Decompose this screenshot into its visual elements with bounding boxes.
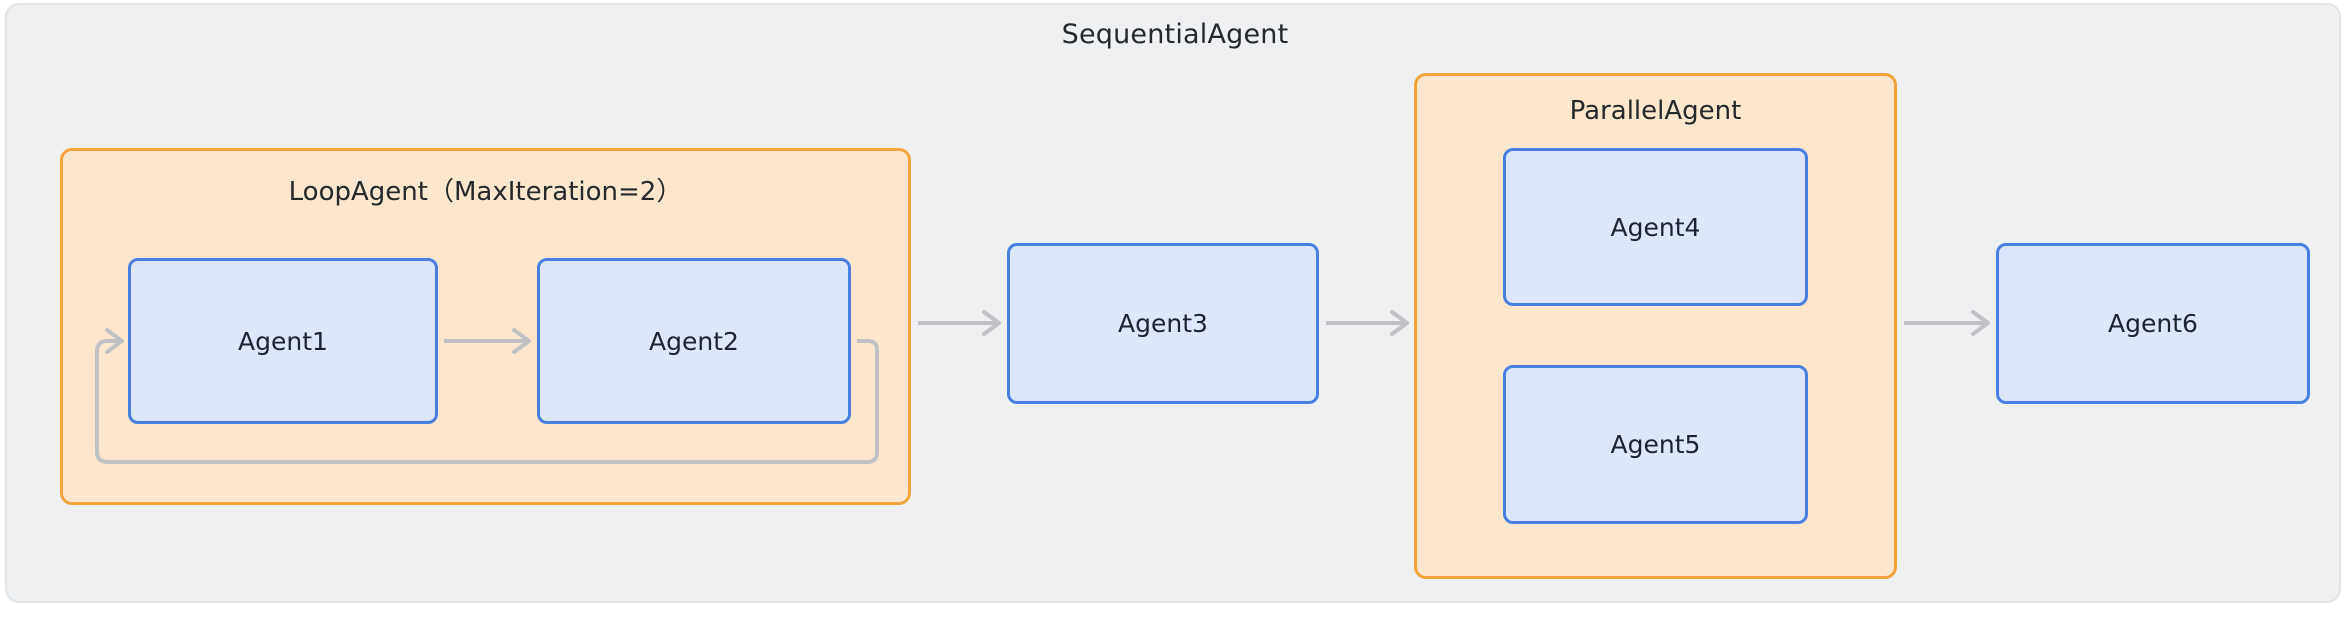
agent-node-agent3[interactable]: Agent3: [1007, 243, 1319, 404]
agent-node-agent2[interactable]: Agent2: [537, 258, 851, 424]
agent-node-agent4[interactable]: Agent4: [1503, 148, 1808, 306]
loop-agent-title: LoopAgent（MaxIteration=2）: [288, 177, 683, 207]
agent-node-agent6[interactable]: Agent6: [1996, 243, 2310, 404]
agent-node-agent1[interactable]: Agent1: [128, 258, 438, 424]
sequential-agent-title: SequentialAgent: [1061, 19, 1289, 50]
agent-node-agent5[interactable]: Agent5: [1503, 365, 1808, 524]
parallel-agent-title: ParallelAgent: [1569, 96, 1742, 126]
